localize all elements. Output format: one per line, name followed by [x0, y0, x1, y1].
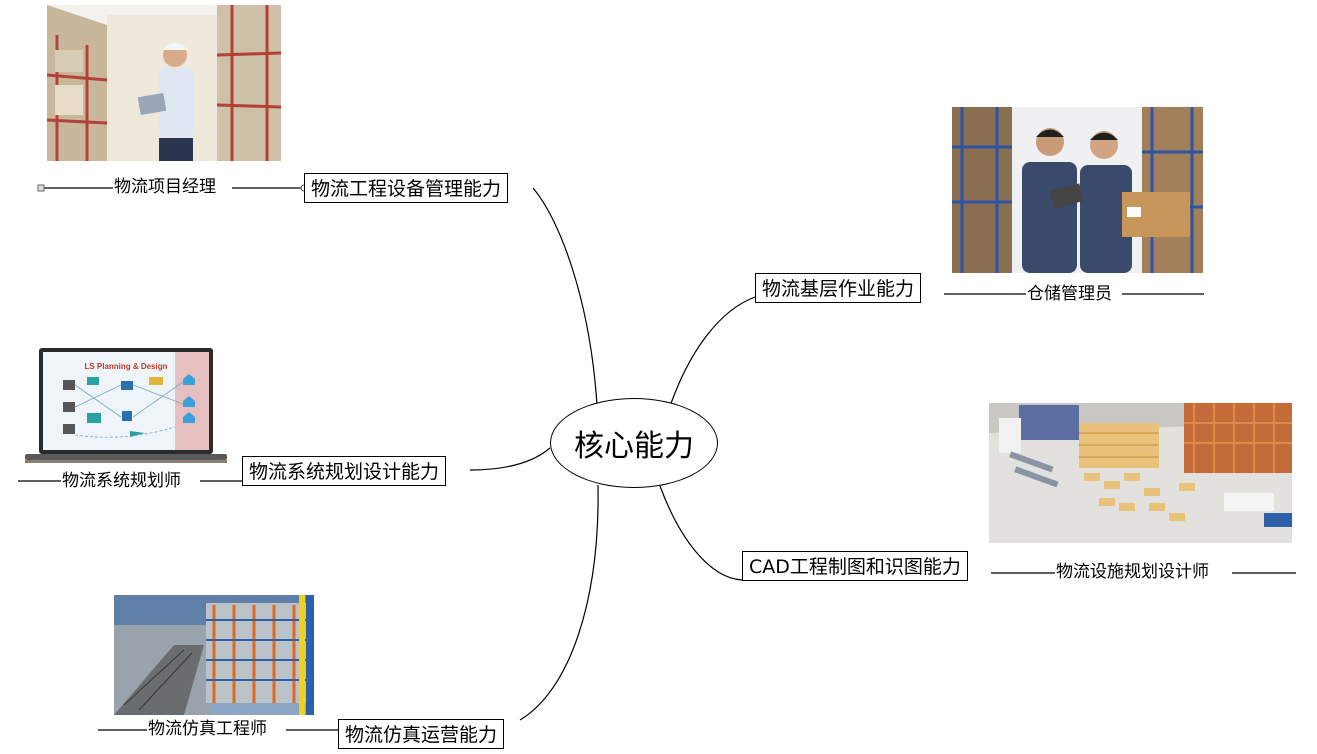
branch-label: 物流基层作业能力: [762, 278, 915, 300]
role-project-manager[interactable]: 物流项目经理: [113, 177, 217, 197]
branch-system-planning[interactable]: 物流系统规划设计能力: [242, 456, 447, 486]
project-manager-photo: [47, 5, 281, 161]
central-topic-label: 核心能力: [574, 429, 694, 464]
branch-label: 物流系统规划设计能力: [249, 461, 440, 483]
facility-3d-render: [989, 403, 1292, 543]
branch-basic-operation[interactable]: 物流基层作业能力: [755, 273, 922, 303]
branch-label: CAD工程制图和识图能力: [749, 556, 961, 578]
warehouse-staff-photo: [952, 107, 1203, 273]
branch-cad-drawing[interactable]: CAD工程制图和识图能力: [742, 551, 968, 581]
planning-laptop-image: LS Planning & Design: [25, 347, 227, 464]
simulation-render: [114, 595, 314, 715]
central-topic[interactable]: 核心能力: [550, 398, 718, 488]
role-system-planner[interactable]: 物流系统规划师: [61, 471, 182, 491]
branch-label: 物流工程设备管理能力: [311, 178, 502, 200]
role-facility-planner[interactable]: 物流设施规划设计师: [1055, 562, 1210, 582]
role-simulation-engineer[interactable]: 物流仿真工程师: [147, 719, 268, 739]
branch-label: 物流仿真运营能力: [345, 724, 498, 746]
role-warehouse-manager[interactable]: 仓储管理员: [1026, 284, 1113, 304]
laptop-screen-title: LS Planning & Design: [84, 362, 167, 371]
branch-simulation-operation[interactable]: 物流仿真运营能力: [338, 719, 505, 749]
branch-equipment-management[interactable]: 物流工程设备管理能力: [304, 173, 509, 203]
